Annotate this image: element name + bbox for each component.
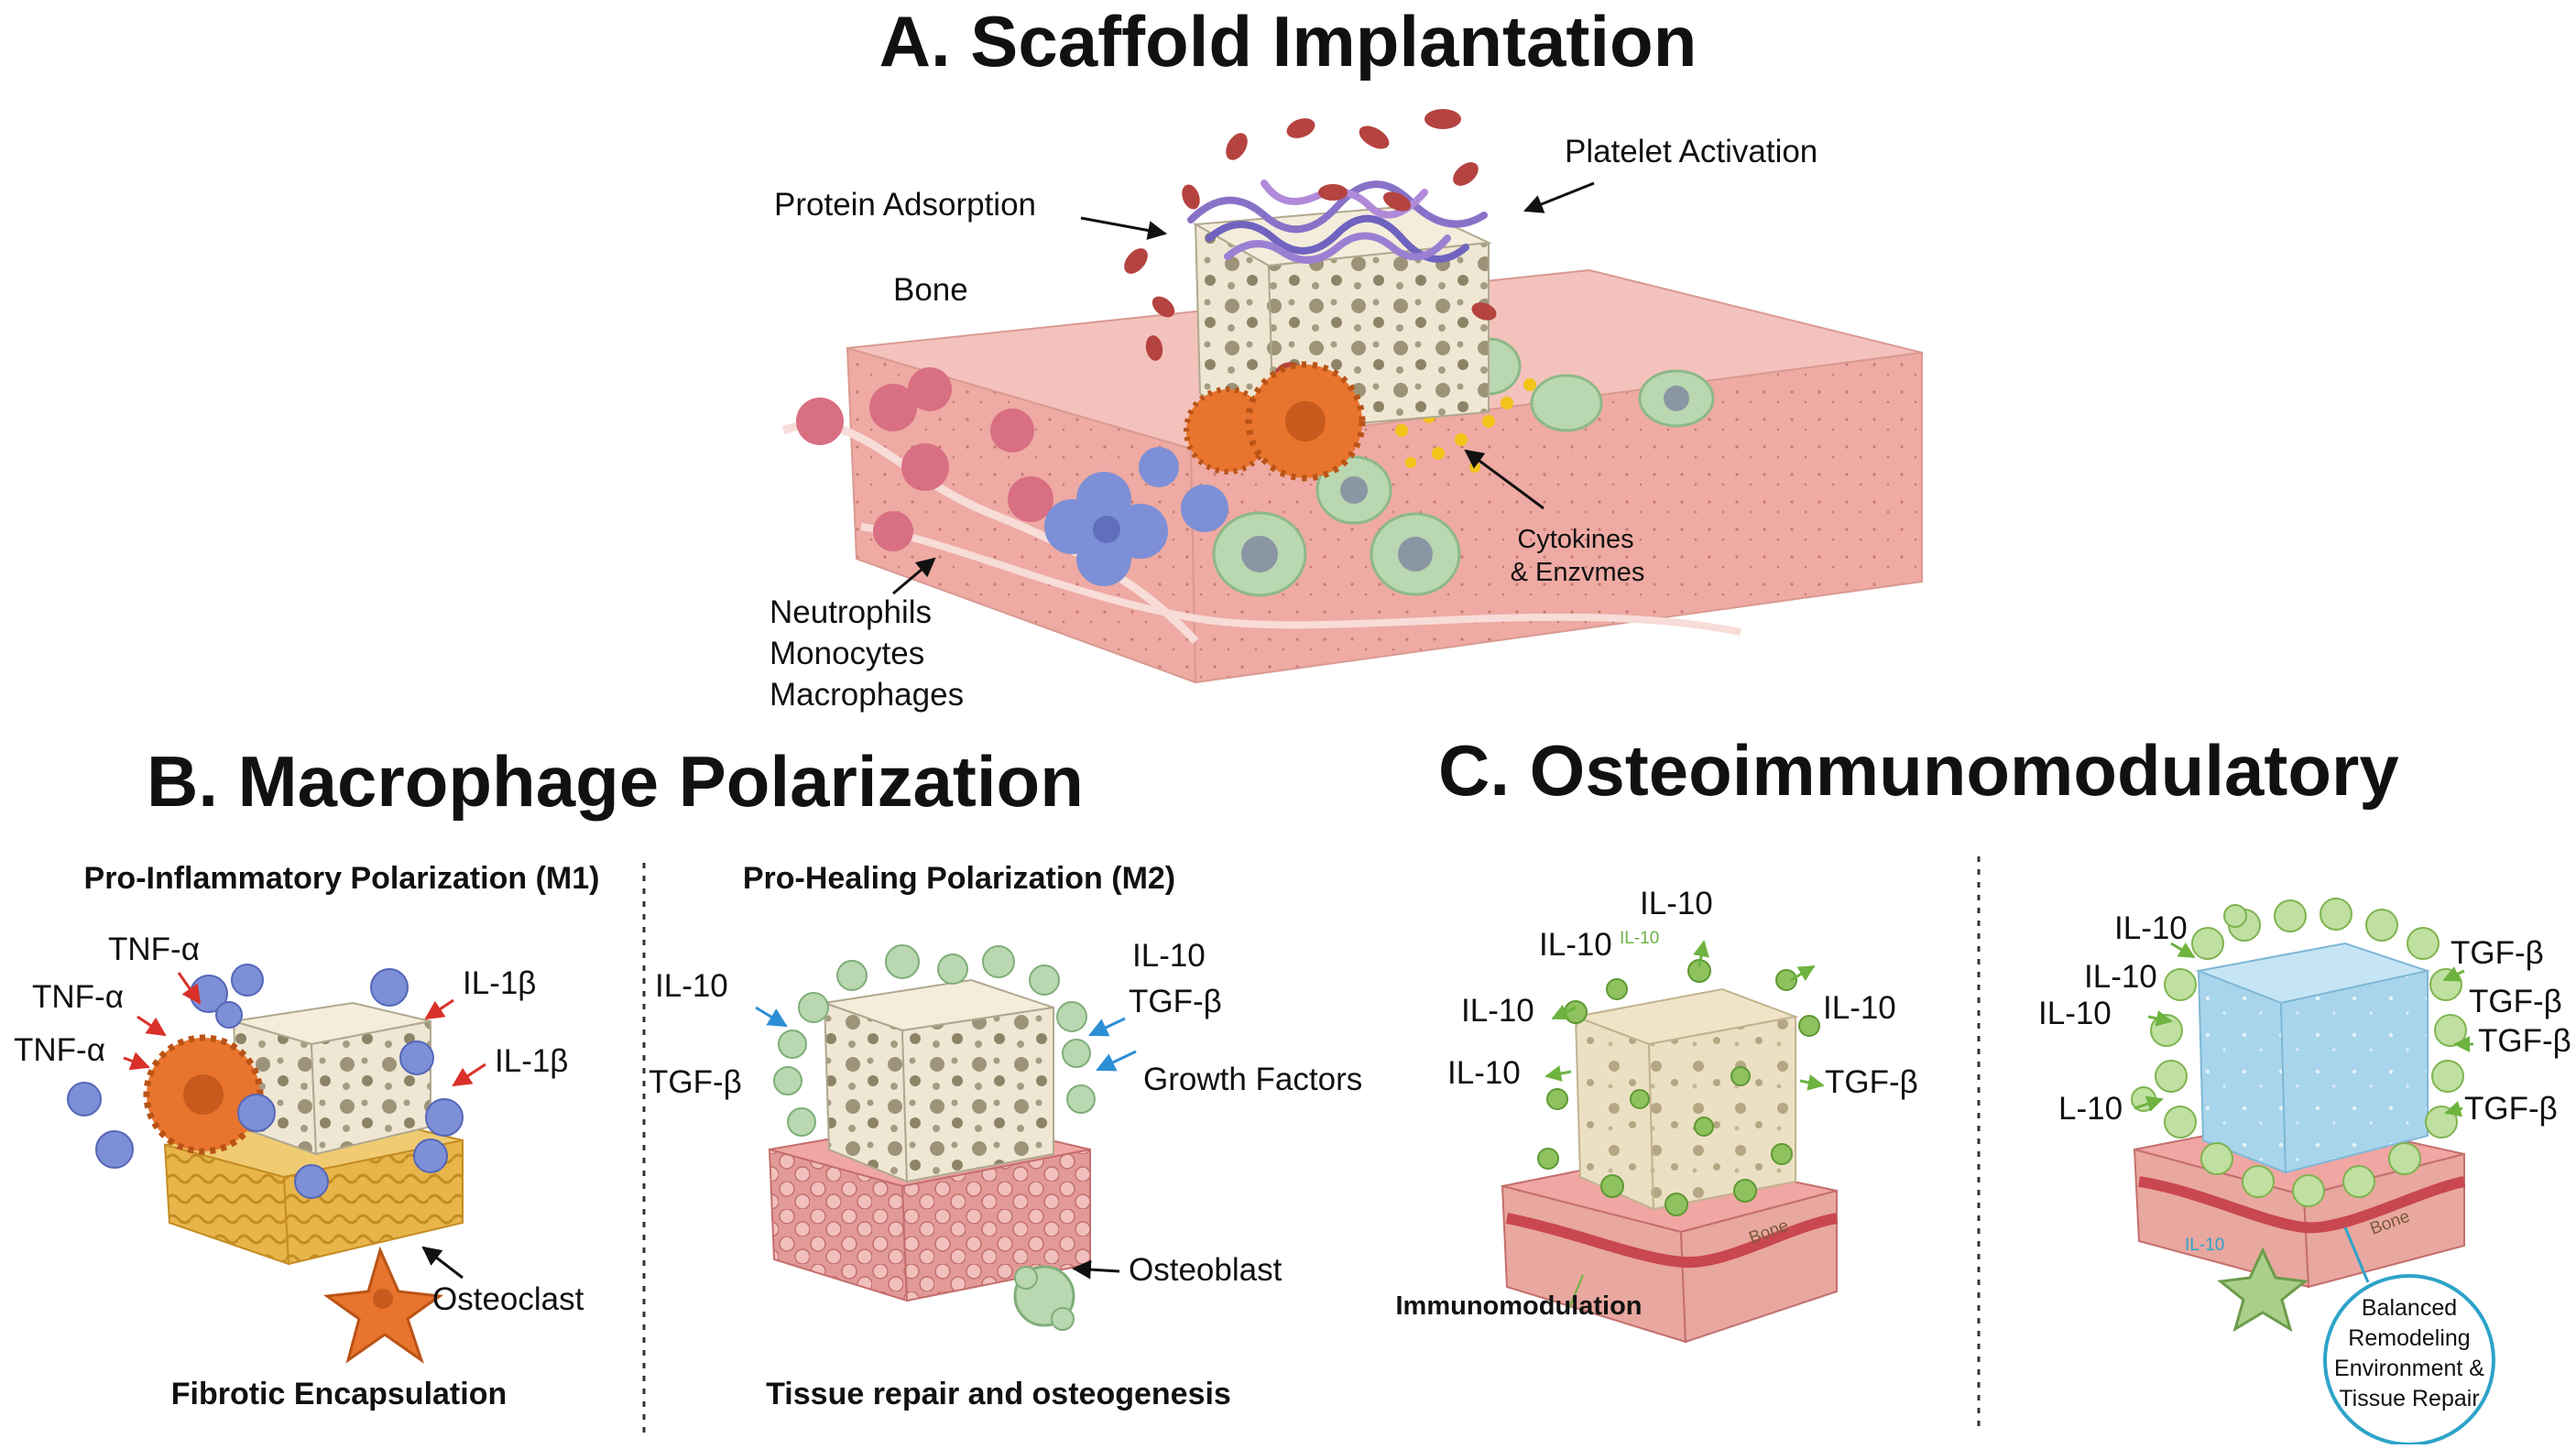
osteoclast-cell [322,1246,444,1364]
arrow-osteoblast [1071,1259,1120,1280]
c-right-cells [2131,898,2467,1207]
immunomodulation-pointer [1567,1274,1584,1311]
bubble-line-1: Balanced [2362,1295,2457,1321]
vessel-line [781,420,1199,645]
bubble-line-4: Tissue Repair [2339,1386,2479,1411]
label-cr-tgfb-3: TGF-β [2478,1023,2571,1059]
label-cr-il10-b: IL-10 [2084,959,2157,995]
label-m2-il10-left: IL-10 [655,968,728,1004]
m2-cells [773,944,1096,1137]
label-protein-adsorption: Protein Adsorption [774,187,1036,223]
green-cells [1212,337,1715,597]
m1-caption: Fibrotic Encapsulation [171,1377,507,1411]
label-platelet-activation: Platelet Activation [1565,134,1817,169]
label-cl-il10-right: IL-10 [1823,990,1896,1026]
arrow-platelet-activation [1523,181,1595,213]
neutrophil-cells [796,367,1053,551]
panel-a-title: A. Scaffold Implantation [879,1,1697,82]
label-cl-il10-tiny: IL-10 [1620,929,1659,948]
label-cr-tgfb-2: TGF-β [2469,984,2562,1019]
label-il1b-2: IL-1β [495,1043,568,1079]
c-left-particles [1537,959,1820,1216]
arrow-cytokines [1464,449,1545,510]
arrow-immune-cells [892,557,936,595]
label-m2-tgfb-right: TGF-β [1129,984,1222,1019]
label-cl-il10-c: IL-10 [1447,1055,1521,1091]
activated-macrophages [1184,361,1366,482]
label-macrophages: Macrophages [770,677,964,713]
m1-illustration [67,964,464,1364]
arrow-tnf-3 [123,1051,150,1071]
label-cytokines-1: Cytokines [1517,525,1633,554]
arrow-growth-factors [1096,1050,1137,1072]
panel-b-title: B. Macrophage Polarization [147,741,1084,822]
monocyte-cells [1044,447,1228,586]
m1-monocytes [67,964,464,1199]
label-neutrophils: Neutrophils [770,594,932,630]
arrow-m2-tgfb [1088,1017,1126,1037]
c-right-arrows [2134,942,2473,1117]
label-cl-il10-top: IL-10 [1640,886,1713,921]
label-tnf-3: TNF-α [14,1032,105,1068]
label-cl-il10-a: IL-10 [1539,927,1612,963]
label-il1b-1: IL-1β [463,965,536,1001]
label-cr-il10-a: IL-10 [2114,910,2188,946]
label-osteoblast: Osteoblast [1129,1252,1283,1288]
m1-heading: Pro-Inflammatory Polarization (M1) [84,861,600,896]
label-monocytes: Monocytes [770,636,924,671]
panel-a-illustration [781,109,1923,684]
label-growth-factors: Growth Factors [1143,1062,1362,1097]
panel-c-title: C. Osteoimmunomodulatory [1438,730,2399,811]
arrow-tnf-1 [177,972,202,1005]
label-tnf-1: TNF-α [108,932,200,967]
label-cr-tgfb-4: TGF-β [2464,1091,2558,1127]
osteoblast-cell [1013,1265,1075,1331]
label-m2-tgfb-left: TGF-β [649,1064,742,1100]
m2-caption: Tissue repair and osteogenesis [766,1377,1231,1411]
c-right-illustration [2131,898,2495,1446]
bubble-line-2: Remodeling [2348,1325,2470,1351]
label-cr-il10-c: IL-10 [2038,996,2112,1031]
label-cl-il10-b: IL-10 [1461,993,1534,1029]
arrow-il1b-1 [424,998,454,1020]
m2-illustration [768,944,1096,1331]
label-bone: Bone [893,272,968,308]
m2-heading: Pro-Healing Polarization (M2) [743,861,1175,896]
c-left-illustration [1501,959,1839,1344]
vessel-line [860,523,1741,636]
label-tnf-2: TNF-α [32,979,124,1015]
arrow-osteoclast [421,1246,464,1280]
bubble-line-3: Environment & [2334,1356,2484,1381]
label-osteoclast: Osteoclast [432,1281,584,1317]
label-cr-tgfb-1: TGF-β [2450,935,2544,971]
label-cr-il10-tiny: IL-10 [2185,1236,2224,1255]
bubble-pointer [2343,1226,2370,1283]
arrow-tnf-2 [136,1015,167,1037]
arrow-m2-left [755,1006,788,1028]
c-left-caption: Immunomodulation [1395,1291,1642,1321]
c-right-star-cell [2217,1247,2309,1333]
label-m2-il10-right: IL-10 [1132,938,1206,974]
label-cl-tgfb: TGF-β [1825,1064,1918,1100]
label-cr-l10: L-10 [2058,1091,2123,1127]
c-left-arrows [1545,940,1825,1091]
arrow-protein-adsorption [1080,216,1168,240]
label-cytokines-2: & Enzvmes [1511,558,1645,587]
arrow-il1b-2 [452,1062,486,1087]
